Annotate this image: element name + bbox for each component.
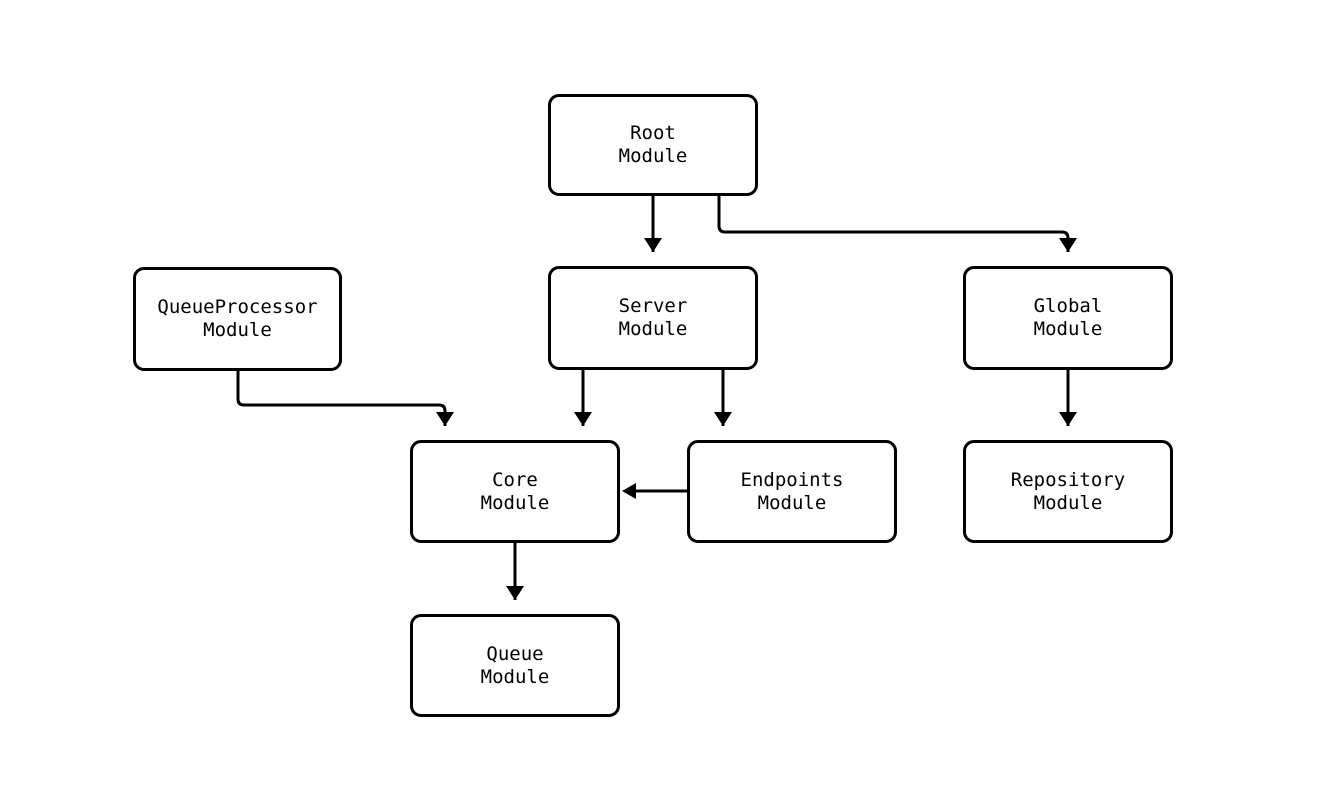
node-queue-module[interactable]: Queue Module [410, 614, 620, 717]
node-repository-module-line1: Repository [1010, 468, 1126, 491]
node-repository-module-line2: Module [1033, 491, 1103, 514]
node-root-module-line1: Root [630, 122, 676, 144]
node-endpoints-module-line2: Module [757, 491, 827, 514]
node-queueprocessor-module-line1: QueueProcessor [157, 296, 318, 318]
node-core-module[interactable]: Core Module [410, 440, 620, 543]
node-root-module-line2: Module [618, 145, 688, 167]
node-server-module[interactable]: Server Module [548, 266, 758, 370]
edge-root-to-global [717, 196, 1077, 252]
node-queue-module-line1: Queue [486, 642, 544, 665]
node-core-module-line2: Module [480, 491, 550, 514]
node-repository-module[interactable]: Repository Module [963, 440, 1173, 543]
node-endpoints-module-line1: Endpoints [740, 468, 844, 491]
node-global-module-line1: Global [1033, 295, 1103, 317]
node-global-module[interactable]: Global Module [963, 266, 1173, 370]
node-queueprocessor-module-line2: Module [203, 319, 272, 341]
node-core-module-line1: Core [492, 468, 538, 491]
node-endpoints-module[interactable]: Endpoints Module [687, 440, 897, 543]
node-root-module[interactable]: Root Module [548, 94, 758, 196]
edge-queueprocessor-to-core [236, 371, 454, 426]
node-queueprocessor-module[interactable]: QueueProcessor Module [133, 267, 342, 371]
node-queue-module-line2: Module [480, 665, 550, 688]
node-server-module-line2: Module [618, 318, 688, 340]
node-server-module-line1: Server [618, 295, 688, 317]
node-global-module-line2: Module [1033, 318, 1103, 340]
